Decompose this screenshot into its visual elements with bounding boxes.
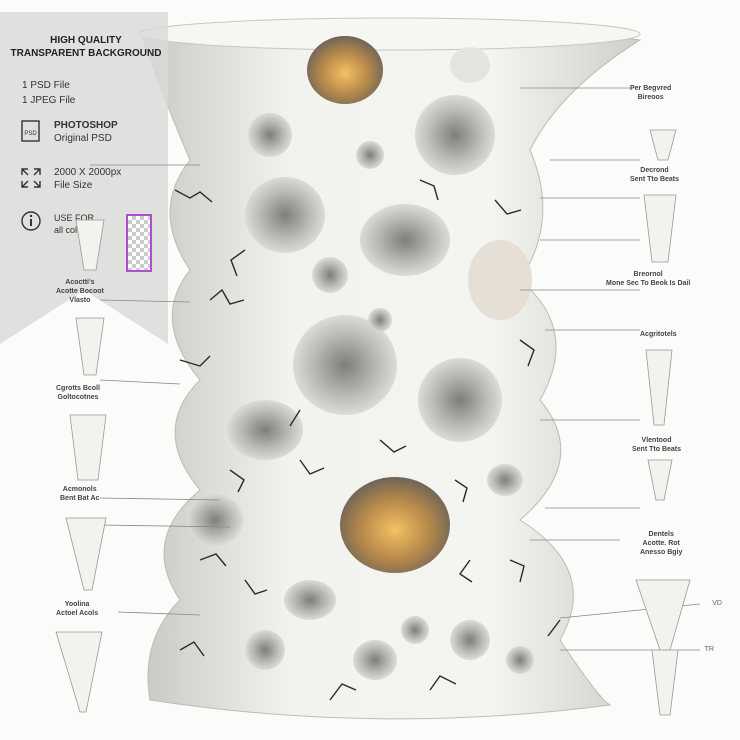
transparency-checker-icon (126, 214, 152, 272)
title-line-2: TRANSPARENT BACKGROUND (10, 48, 162, 59)
thumbnail-vase-2 (75, 317, 105, 376)
thumbnail-right-6 (651, 649, 679, 716)
thumbnail-vase-5 (55, 631, 103, 713)
expand-arrows-icon (20, 167, 42, 189)
jpeg-count: 1 JPEG File (22, 95, 76, 106)
thumbnail-vase-4 (65, 517, 107, 591)
edge-mark-tr: TR (704, 646, 714, 653)
thumbnail-right-2 (643, 194, 677, 263)
info-banner: HIGH QUALITY TRANSPARENT BACKGROUND 1 PS… (0, 12, 168, 344)
edge-mark-vd: VD (712, 600, 722, 607)
file-size-label: File Size (54, 180, 93, 191)
right-label-4: Acgritotels (640, 331, 677, 338)
image-size-value: 2000 X 2000px (54, 167, 122, 178)
thumbnail-vase-1 (75, 219, 105, 271)
psd-count: 1 PSD File (22, 80, 70, 91)
use-for-label: USE FOR (54, 213, 95, 223)
photoshop-label: PHOTOSHOP (54, 120, 118, 131)
thumbnail-right-1 (649, 129, 677, 161)
title-line-1: HIGH QUALITY (50, 35, 122, 46)
info-icon (20, 210, 42, 232)
thumbnail-vase-3 (69, 414, 107, 481)
svg-text:PSD: PSD (24, 131, 37, 137)
thumbnail-right-4 (647, 459, 673, 501)
original-psd-label: Original PSD (54, 133, 112, 144)
psd-file-icon: PSD (20, 120, 42, 142)
all-color-label: all color (54, 225, 86, 235)
thumbnail-right-5 (635, 579, 691, 651)
thumbnail-right-3 (645, 349, 673, 426)
banner-title: HIGH QUALITY TRANSPARENT BACKGROUND (6, 34, 166, 60)
